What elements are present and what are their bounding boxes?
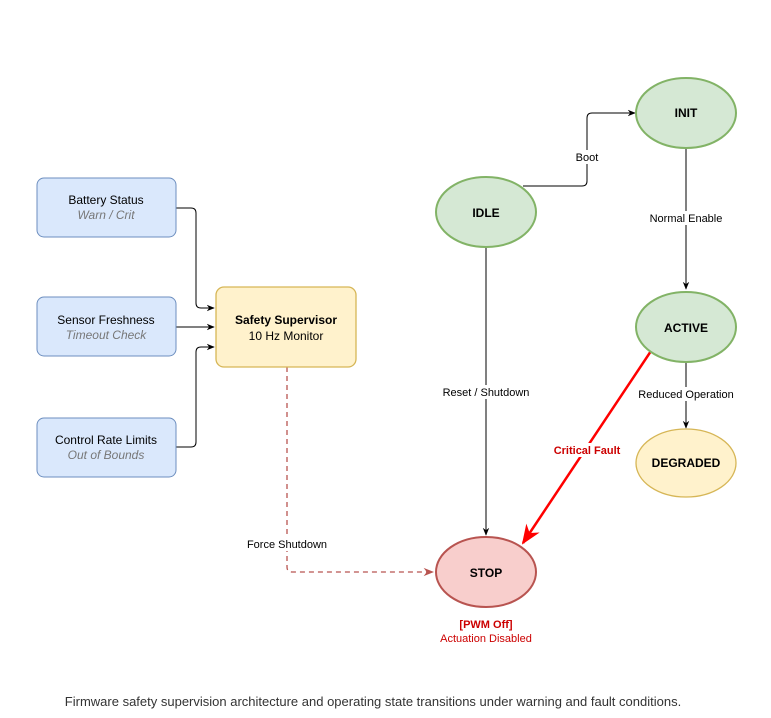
input-control-rate-limits: Control Rate Limits Out of Bounds: [36, 417, 177, 478]
edge-label-boot: Boot: [576, 152, 599, 164]
edge-label-reset-shutdown: Reset / Shutdown: [443, 387, 530, 399]
state-active: ACTIVE: [635, 291, 737, 363]
edge-label-reduced-operation: Reduced Operation: [638, 389, 733, 401]
edge-label-critical-fault: Critical Fault: [554, 445, 621, 457]
state-stop: STOP: [435, 536, 537, 608]
state-idle: IDLE: [435, 176, 537, 248]
input-subtitle: Timeout Check: [66, 328, 148, 342]
edge-boot: [523, 109, 636, 187]
edge-battery-to-supervisor: [176, 207, 215, 312]
state-degraded: DEGRADED: [635, 428, 737, 498]
input-title: Battery Status: [68, 193, 143, 207]
input-subtitle: Warn / Crit: [77, 208, 135, 222]
input-sensor-freshness: Sensor Freshness Timeout Check: [36, 296, 177, 357]
edge-control-to-supervisor: [176, 343, 215, 448]
state-label: ACTIVE: [664, 321, 708, 335]
state-label: IDLE: [472, 206, 499, 220]
stop-note-subtitle: Actuation Disabled: [440, 633, 532, 645]
input-title: Sensor Freshness: [57, 313, 154, 327]
edge-label-normal-enable: Normal Enable: [650, 213, 723, 225]
state-init: INIT: [635, 77, 737, 149]
state-label: INIT: [675, 106, 698, 120]
edge-label-force-shutdown: Force Shutdown: [247, 539, 327, 551]
input-title: Control Rate Limits: [55, 433, 157, 447]
safety-supervisor: Safety Supervisor 10 Hz Monitor: [215, 286, 357, 368]
state-label: DEGRADED: [652, 456, 721, 470]
edge-force-shutdown: [286, 367, 435, 577]
input-subtitle: Out of Bounds: [68, 448, 145, 462]
supervisor-subtitle: 10 Hz Monitor: [249, 329, 324, 343]
input-battery-status: Battery Status Warn / Crit: [36, 177, 177, 238]
state-label: STOP: [470, 566, 502, 580]
figure-caption: Firmware safety supervision architecture…: [65, 694, 681, 709]
stop-note-title: [PWM Off]: [459, 619, 512, 631]
supervisor-title: Safety Supervisor: [235, 313, 337, 327]
